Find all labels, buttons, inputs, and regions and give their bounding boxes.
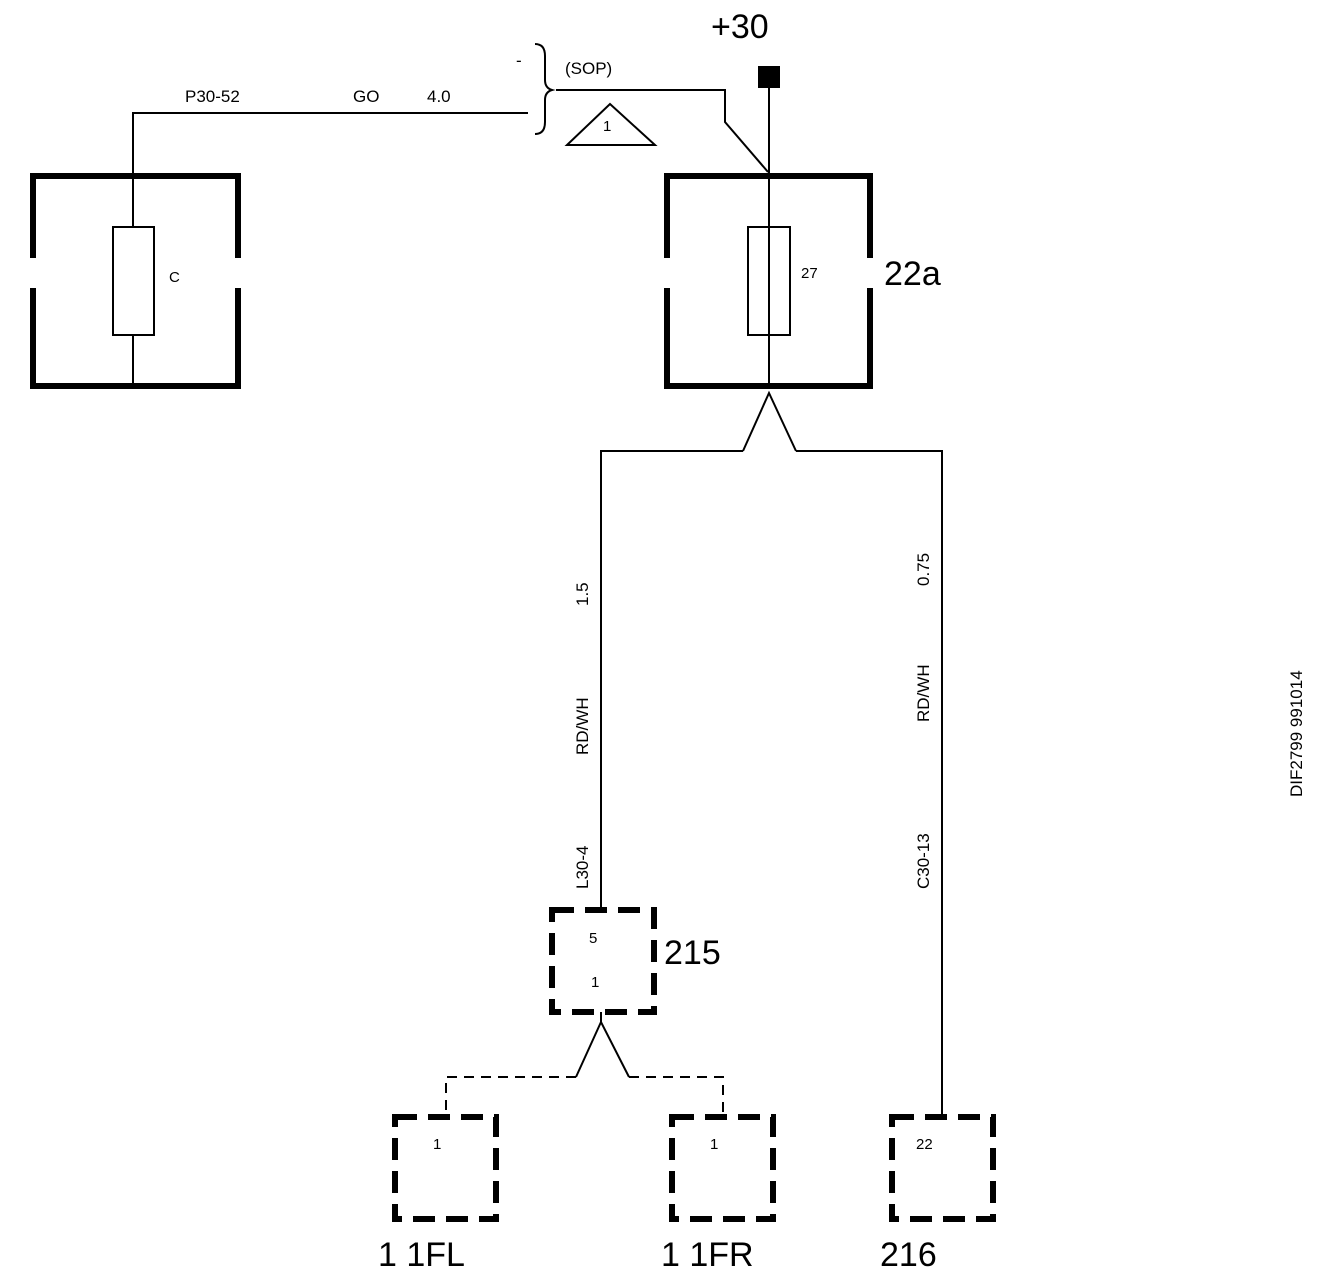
component-22a-label: 22a	[884, 255, 941, 293]
connector-215-label: 215	[664, 934, 721, 972]
connector-215-pin-bottom: 1	[591, 974, 599, 991]
wire-right-circuit: C30-13	[914, 833, 933, 889]
wire-left-size: 1.5	[573, 582, 592, 606]
wire-l30-4	[600, 450, 743, 907]
wire-circuit-p30-52: P30-52	[185, 87, 240, 106]
wire-color-go: GO	[353, 87, 379, 106]
connector-215-pin-top: 5	[589, 930, 597, 947]
sop-label: (SOP)	[565, 59, 612, 78]
reference-number: DIF2799 991014	[1287, 670, 1306, 797]
supply-terminal	[758, 66, 780, 88]
wire-to-11fl	[445, 1076, 576, 1115]
wire-sop-to-fuse	[556, 89, 769, 173]
fuse-left-number: C	[169, 269, 180, 286]
wire-left-circuit: L30-4	[573, 846, 592, 889]
fuse-right-number: 27	[801, 265, 818, 282]
connector-11fl-pin: 1	[433, 1136, 441, 1153]
connector-11fl-label: 1 1FL	[378, 1236, 465, 1274]
wire-p30-52	[132, 112, 528, 385]
connector-11fr-pin: 1	[710, 1136, 718, 1153]
connector-11fl	[392, 1114, 499, 1222]
supply-label: +30	[711, 8, 769, 46]
wire-right-size: 0.75	[914, 553, 933, 586]
fuse-c	[112, 226, 155, 336]
splice-215	[575, 1019, 630, 1078]
connector-216-label: 216	[880, 1236, 937, 1274]
wire-right-color: RD/WH	[914, 664, 933, 722]
wire-size-4: 4.0	[427, 87, 451, 106]
connector-216-pin: 22	[916, 1136, 933, 1153]
wire-c30-13	[796, 450, 943, 1115]
note-triangle	[564, 102, 658, 146]
wire-to-11fr	[629, 1076, 724, 1115]
connector-216	[889, 1114, 996, 1222]
wire-left-color: RD/WH	[573, 697, 592, 755]
bracket-minus: -	[516, 51, 522, 70]
connector-11fr-label: 1 1FR	[661, 1236, 754, 1274]
fuse-box-left	[30, 173, 241, 389]
sop-bracket	[534, 43, 556, 135]
triangle-note-number: 1	[603, 118, 611, 135]
splice-22a	[742, 390, 797, 452]
connector-215	[549, 907, 657, 1015]
fuse-box-22a	[664, 173, 873, 389]
connector-11fr	[669, 1114, 776, 1222]
